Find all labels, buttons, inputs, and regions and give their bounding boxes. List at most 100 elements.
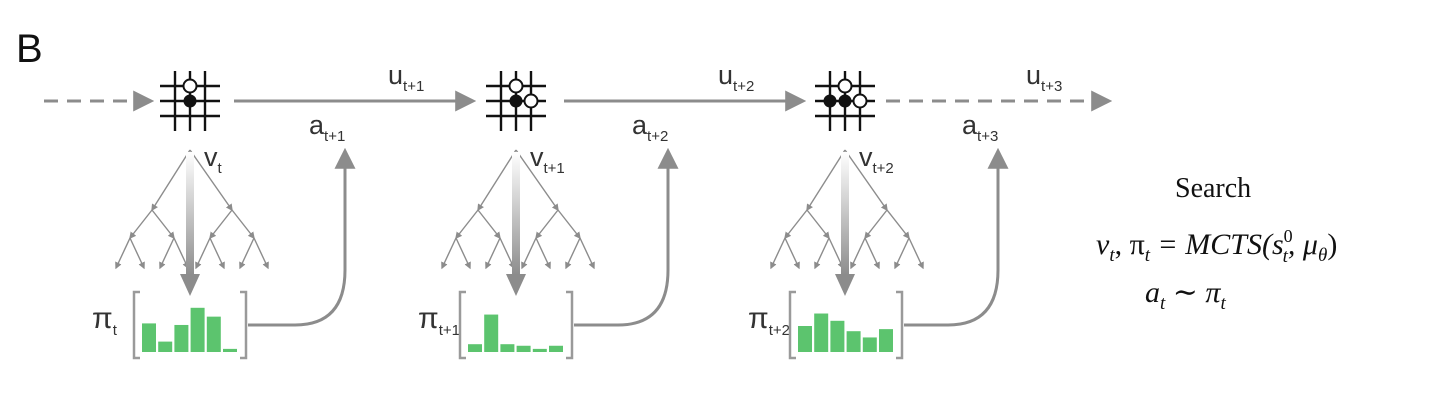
tree-edge (828, 237, 844, 270)
a-label: at+2 (632, 110, 668, 145)
tree-edge (209, 237, 225, 270)
black-stone (183, 94, 197, 108)
tree-edge (239, 237, 255, 270)
action-arrow (904, 147, 1009, 327)
eq1-rhs-sub: t (1283, 246, 1289, 267)
tree-edge (521, 237, 537, 270)
go-board-icon (486, 71, 546, 131)
white-stone (837, 78, 853, 94)
left-bracket (788, 290, 796, 360)
policy-bar (190, 307, 205, 352)
policy-histogram (458, 290, 574, 360)
search-tree (115, 149, 269, 270)
v-label-sub: t+2 (873, 160, 894, 177)
right-bracket (896, 290, 904, 360)
tree-edge (159, 237, 175, 270)
policy-down-arrowhead (506, 274, 526, 296)
search-tree (441, 149, 595, 270)
tree-edge (894, 237, 910, 270)
tree-edge (806, 149, 846, 212)
tree-edge (515, 149, 559, 212)
v-label: vt+1 (530, 142, 565, 177)
eq1-lhs-sub: t (1109, 245, 1115, 266)
tree-edge (864, 209, 888, 240)
v-label-sub: t+1 (544, 160, 565, 177)
a-label: at+3 (962, 110, 998, 145)
policy-bar (500, 344, 515, 352)
pi-label-main: π (748, 302, 769, 335)
pi-label: πt+1 (418, 302, 460, 339)
eq1-close: ) (1327, 228, 1337, 261)
a-label-main: a (962, 110, 978, 140)
pi-label-sub: t (113, 322, 118, 339)
tree-edge (864, 237, 880, 270)
action-arrow (248, 147, 356, 327)
tree-edge (455, 237, 471, 270)
tree-edge (231, 209, 255, 240)
left-bracket (458, 290, 466, 360)
search-title: Search (1175, 173, 1251, 204)
a-label-main: a (632, 110, 648, 140)
tree-edge (499, 237, 515, 270)
tree-edge (151, 149, 191, 212)
policy-bar (206, 316, 221, 352)
policy-histogram (788, 290, 904, 360)
black-stone (823, 94, 837, 108)
policy-bar (846, 331, 861, 352)
left-bracket (132, 290, 140, 360)
policy-down-arrowhead (835, 274, 855, 296)
a-label-main: a (309, 110, 325, 140)
tree-edge (441, 237, 457, 270)
eq1-rhs: = MCTS(s (1150, 228, 1284, 261)
policy-bar (879, 329, 893, 352)
tree-edge (535, 237, 551, 270)
tree-edge (844, 149, 888, 212)
tree-edge (784, 237, 800, 270)
pi-label: πt (92, 302, 118, 339)
u-label-main: u (718, 60, 733, 90)
pi-label: πt+2 (748, 302, 790, 339)
u-label-sub: t+2 (733, 78, 754, 95)
action-arrow (574, 147, 679, 327)
policy-down-arrowhead (180, 274, 200, 296)
tree-edge (129, 237, 145, 270)
policy-down-arrow (186, 152, 194, 276)
white-stone (182, 78, 198, 94)
a-label: at+1 (309, 110, 345, 145)
black-stone (838, 94, 852, 108)
a-label-sub: t+3 (977, 128, 998, 145)
tree-edge (129, 209, 153, 240)
policy-bar (468, 344, 482, 352)
u-label: ut+3 (1026, 60, 1062, 95)
policy-bar (830, 320, 845, 352)
tree-edge (189, 149, 233, 212)
v-label: vt (204, 142, 223, 177)
policy-bar (814, 313, 829, 352)
policy-bar (862, 337, 877, 352)
eq1-mid: , π (1115, 228, 1145, 261)
tree-edge (814, 237, 830, 270)
eq2-lhs: a (1145, 276, 1160, 309)
pi-label-sub: t+2 (769, 322, 790, 339)
u-label: ut+1 (388, 60, 424, 95)
policy-bar (549, 345, 563, 352)
eq1-rhs-tail-sub: θ (1318, 245, 1327, 266)
pi-label-sub: t+1 (439, 322, 460, 339)
a-label-sub: t+1 (324, 128, 345, 145)
tree-edge (850, 237, 866, 270)
v-label-sub: t (218, 160, 223, 177)
tree-edge (770, 237, 786, 270)
search-tree (770, 149, 924, 270)
tree-edge (455, 209, 479, 240)
pi-label-main: π (418, 302, 439, 335)
eq1-rhs-sup: 0 (1284, 226, 1293, 246)
tree-edge (886, 209, 910, 240)
eq1-lhs: ν (1096, 228, 1110, 261)
tree-edge (784, 209, 808, 240)
white-stone (852, 93, 868, 109)
step-t-plus-1: ut+2vt+1at+2πt+1 (418, 60, 754, 360)
step-t-plus-2: ut+3vt+2at+3πt+2 (748, 60, 1062, 360)
